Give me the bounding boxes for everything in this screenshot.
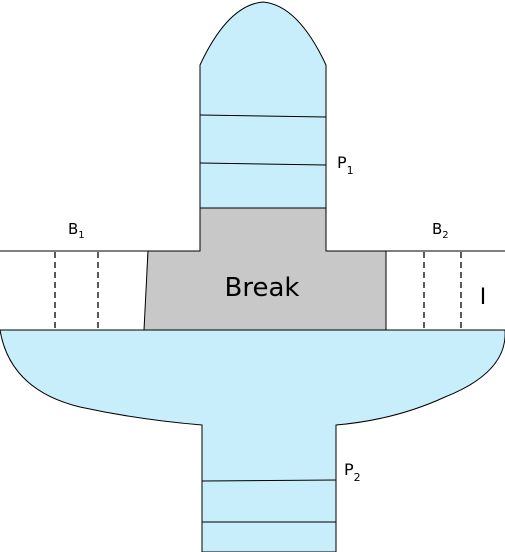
bottom-channel-band-1	[201, 479, 337, 482]
b2-label-sub: 2	[442, 230, 448, 241]
p1-label: P1	[337, 153, 354, 177]
b1-label-sub: 1	[78, 230, 84, 241]
b2-label: B2	[432, 220, 449, 241]
p1-label-base: P	[337, 153, 347, 172]
p2-label: P2	[344, 460, 361, 484]
p2-label-base: P	[344, 460, 354, 479]
bottom-channel-p2	[0, 329, 505, 552]
b1-label: B1	[68, 220, 85, 241]
i-label: I	[480, 285, 487, 310]
top-channel-band-1	[199, 114, 327, 118]
left-channel-b1	[0, 250, 149, 331]
top-channel-p1	[199, 1, 327, 211]
break-label: Break	[225, 273, 300, 303]
b1-label-base: B	[68, 220, 78, 238]
b2-label-base: B	[432, 220, 442, 238]
break-region	[143, 207, 387, 331]
right-channel-b2	[385, 250, 505, 331]
p2-label-sub: 2	[354, 471, 361, 484]
p1-label-sub: 1	[347, 164, 354, 177]
top-channel-band-2	[199, 162, 327, 166]
